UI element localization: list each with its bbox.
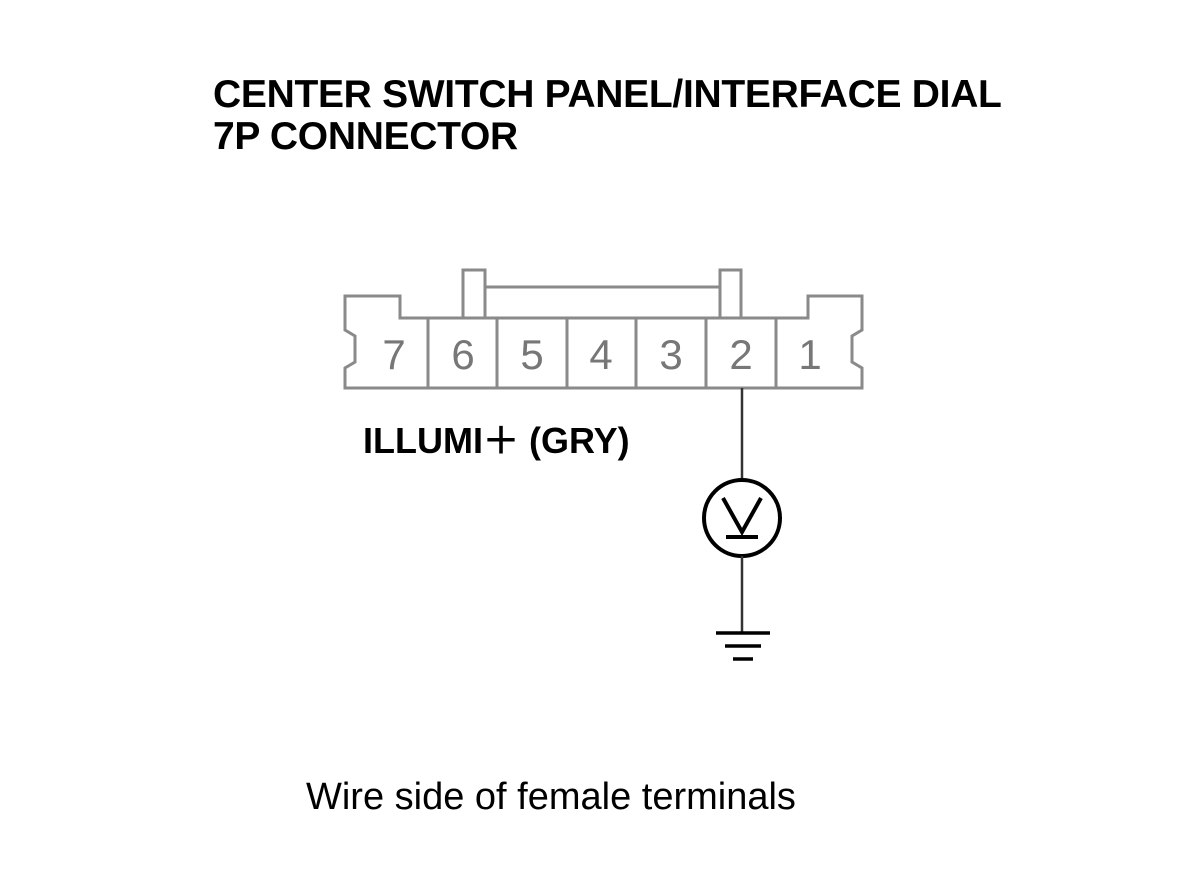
voltmeter-icon xyxy=(702,478,782,558)
connector-terminals: 7 6 5 4 3 2 1 xyxy=(382,316,822,390)
signal-label: ILLUMI＋ (GRY) xyxy=(363,420,630,461)
terminal-5-label: 5 xyxy=(520,331,543,378)
connector-housing xyxy=(343,294,430,390)
diagram-caption: Wire side of female terminals xyxy=(306,776,796,818)
connector-housing-right xyxy=(774,294,864,390)
terminal-block-border xyxy=(426,316,778,390)
terminal-4-label: 4 xyxy=(589,331,612,378)
connector-lock-tab xyxy=(461,268,743,318)
title-line-2: 7P CONNECTOR xyxy=(213,115,518,158)
terminal-2-label: 2 xyxy=(729,331,752,378)
diagram-title: CENTER SWITCH PANEL/INTERFACE DIAL 7P CO… xyxy=(213,74,1002,158)
terminal-1-label: 1 xyxy=(798,331,821,378)
ground-icon xyxy=(716,631,770,661)
title-line-1: CENTER SWITCH PANEL/INTERFACE DIAL xyxy=(213,73,1002,116)
terminal-3-label: 3 xyxy=(659,331,682,378)
terminal-6-label: 6 xyxy=(451,331,474,378)
terminal-7-label: 7 xyxy=(382,331,405,378)
